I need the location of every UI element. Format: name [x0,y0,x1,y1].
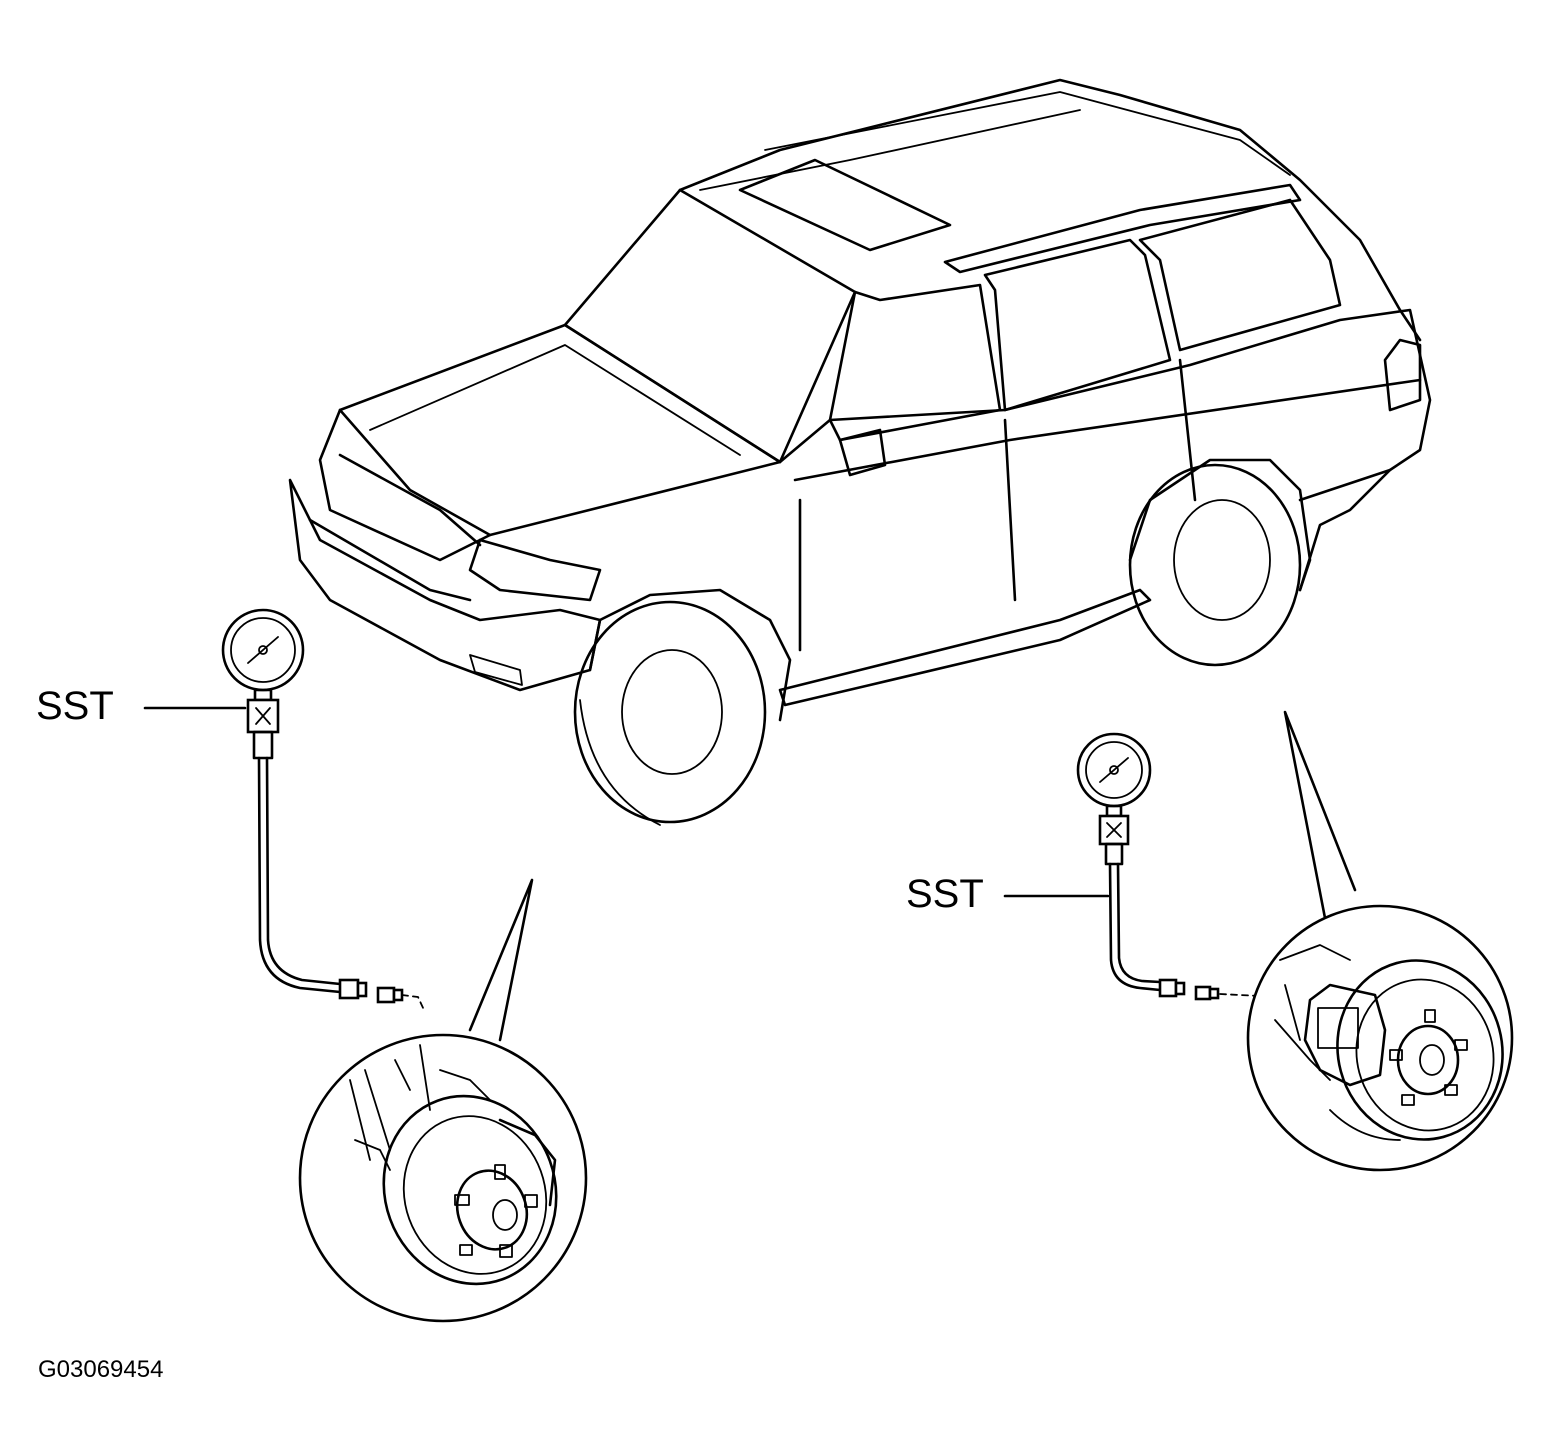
brake-detail-right [1246,710,1514,1172]
callout-wedge-left [468,878,534,1042]
brake-rotor-right [1336,959,1504,1141]
sst-label-right: SST [906,872,984,916]
vehicle-roof [678,78,1422,342]
vehicle-front-bumper [288,478,602,692]
vehicle-roof-rail [943,183,1302,274]
callout-wedge-right [1283,710,1357,920]
hub-left [455,1169,529,1251]
bleeder-plug-right [1194,985,1212,1001]
brake-detail-left [298,878,588,1323]
vehicle-rear-fender [1128,458,1312,592]
vehicle-front-wheel [573,600,767,824]
vehicle-front-grille [318,408,492,562]
vehicle-sunroof [738,158,952,252]
gauge-hose-left [257,756,342,994]
detail-circle-right [1246,904,1514,1172]
vehicle-illustration [288,78,1432,826]
brake-rotor-left [382,1094,558,1286]
vehicle-rear-wheel [1128,463,1302,667]
vehicle-headlight [468,538,602,602]
gauge-hose-right [1108,862,1162,992]
figure-code: G03069454 [38,1356,164,1383]
vehicle-side-windows [828,283,1002,442]
vehicle-hood [338,323,782,537]
sst-gauge-left [143,608,425,1011]
vehicle-taillight [1383,338,1422,412]
vehicle-side-mirror [838,428,887,477]
vehicle-body-side [778,308,1432,502]
sst-label-left: SST [36,684,114,728]
sst-gauge-right [1003,732,1261,1001]
brake-caliper-right [1303,983,1387,1087]
detail-circle-left [298,1033,588,1323]
hose-fitting-left [338,978,360,1000]
vehicle-windshield [563,188,857,464]
hose-fitting-right [1158,978,1178,998]
vehicle-front-fender [588,588,792,722]
vehicle-sill [778,588,1152,707]
bleeder-plug-left [376,986,396,1004]
